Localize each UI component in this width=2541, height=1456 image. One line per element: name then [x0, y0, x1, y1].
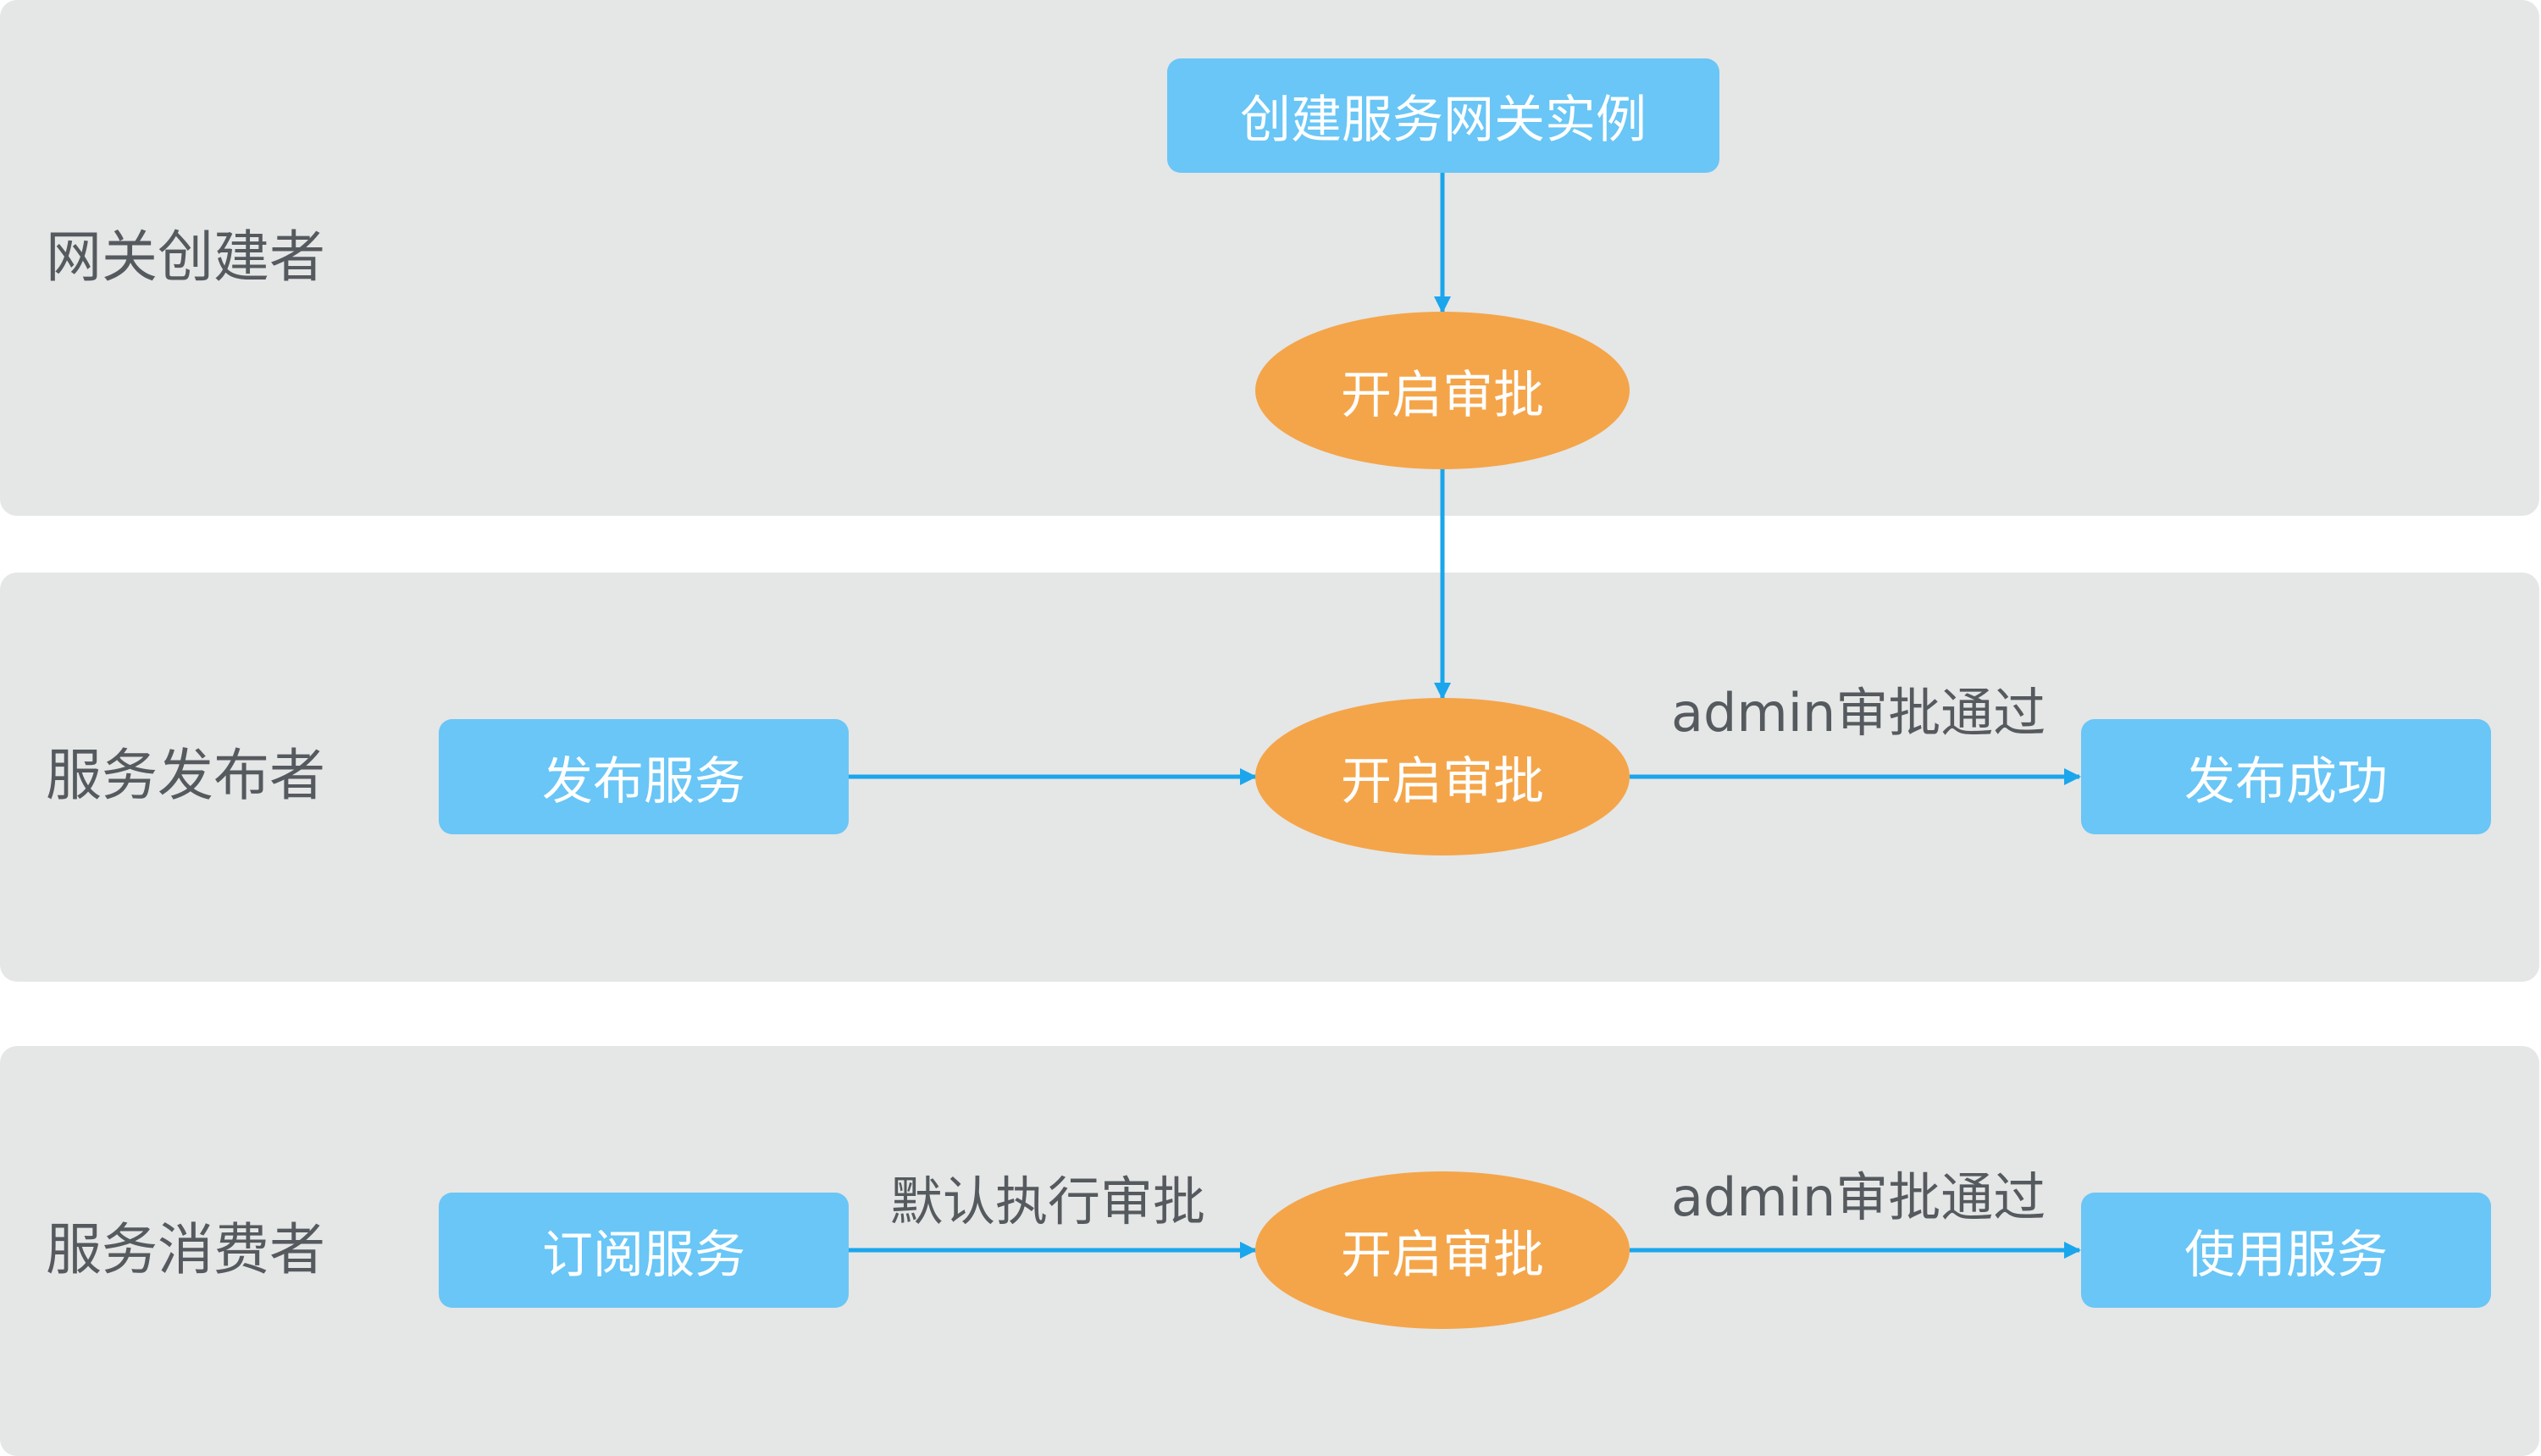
edge-label-use-approved: admin审批通过: [1671, 1166, 2046, 1228]
lane-label-service-consumer: 服务消费者: [46, 1217, 325, 1282]
node-subscribe-service: 订阅服务: [439, 1193, 849, 1308]
node-approval-1: 开启审批: [1255, 312, 1630, 469]
node-approval-3: 开启审批: [1255, 1171, 1630, 1329]
node-use-service: 使用服务: [2081, 1193, 2491, 1308]
lane-label-gateway-creator: 网关创建者: [46, 224, 325, 290]
lane-label-service-publisher: 服务发布者: [46, 743, 325, 808]
edge-label-publish-approved: admin审批通过: [1671, 682, 2046, 744]
node-publish-success: 发布成功: [2081, 719, 2491, 834]
edge-label-default-approval: 默认执行审批: [890, 1171, 1206, 1232]
node-publish-service: 发布服务: [439, 719, 849, 834]
node-create-gateway-instance: 创建服务网关实例: [1167, 58, 1719, 173]
node-approval-2: 开启审批: [1255, 698, 1630, 855]
